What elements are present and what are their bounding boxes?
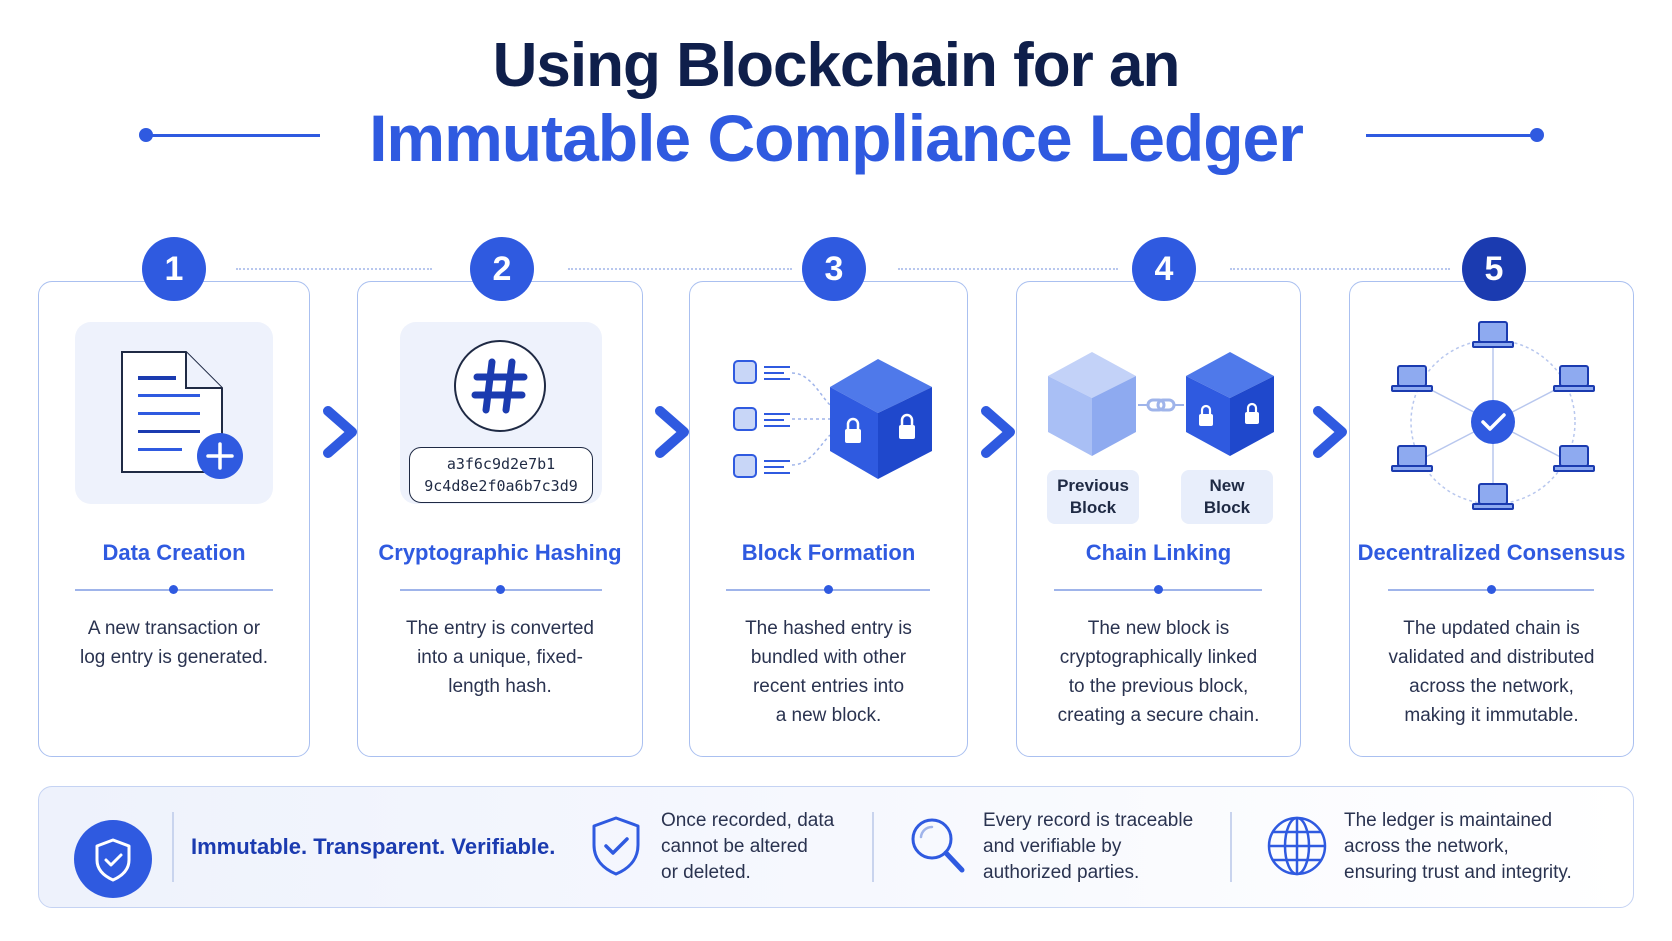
title-deco-line-right <box>1366 134 1536 137</box>
connector-2-3 <box>568 268 792 270</box>
step-card-3 <box>689 281 968 757</box>
document-add-icon <box>121 351 243 479</box>
block-formation-icon <box>733 359 932 479</box>
title-deco-dot-right <box>1530 128 1544 142</box>
hash-value-line2: 9c4d8e2f0a6b7c3d9 <box>424 477 578 495</box>
step-title-4: Chain Linking <box>1085 540 1232 565</box>
step-badge-5: 5 <box>1462 237 1526 301</box>
footer-text-2: Every record is traceable and verifiable… <box>983 810 1194 883</box>
step-divider-dot <box>1487 585 1496 594</box>
step-badge-1: 1 <box>142 237 206 301</box>
previous-block-cube-icon <box>1048 352 1136 456</box>
step-divider-dot <box>824 585 833 594</box>
previous-block-label: Previous Block <box>1047 470 1139 524</box>
step-divider-dot <box>496 585 505 594</box>
footer-separator <box>1230 812 1232 882</box>
step-desc-3: The hashed entry is bundled with other r… <box>745 618 912 726</box>
shield-check-icon <box>74 820 152 898</box>
globe-icon <box>1267 816 1327 876</box>
footer-text-3: The ledger is maintained across the netw… <box>1344 810 1572 883</box>
chain-linking-icon <box>1048 352 1274 456</box>
entry-list-icon <box>733 360 790 478</box>
step-desc-1: A new transaction or log entry is genera… <box>79 618 268 668</box>
connector-3-4 <box>898 268 1118 270</box>
footer-banner <box>38 786 1634 908</box>
shield-check-icon <box>592 816 640 876</box>
footer-separator <box>872 812 874 882</box>
connector-1-2 <box>236 268 432 270</box>
step-badge-3: 3 <box>802 237 866 301</box>
hash-icon <box>454 340 546 432</box>
chevron-right-icon <box>323 406 357 458</box>
page-title-line1: Using Blockchain for an <box>492 31 1181 100</box>
locked-cube-icon <box>830 359 932 479</box>
step-divider-dot <box>1154 585 1163 594</box>
new-block-label: New Block <box>1181 470 1273 524</box>
step-title-3: Block Formation <box>741 540 916 565</box>
connector-4-5 <box>1230 268 1450 270</box>
hash-value-box: a3f6c9d2e7b1 9c4d8e2f0a6b7c3d9 <box>409 447 593 503</box>
step-card-5 <box>1349 281 1634 757</box>
hash-value-line1: a3f6c9d2e7b1 <box>446 455 556 473</box>
chevron-right-icon <box>1313 406 1347 458</box>
laptop-icon <box>1391 321 1595 510</box>
step-title-1: Data Creation <box>102 540 246 565</box>
chain-link-icon <box>1146 398 1176 412</box>
step-desc-5: The updated chain is validated and distr… <box>1388 618 1595 726</box>
step-divider-dot <box>169 585 178 594</box>
chevron-right-icon <box>981 406 1015 458</box>
step-title-5: Decentralized Consensus <box>1357 540 1626 565</box>
step-title-2: Cryptographic Hashing <box>378 540 622 565</box>
step-desc-4: The new block is cryptographically linke… <box>1057 618 1260 726</box>
footer-tagline: Immutable. Transparent. Verifiable. <box>191 834 556 859</box>
network-consensus-icon <box>1391 321 1595 510</box>
chevron-right-icon <box>655 406 689 458</box>
footer-separator <box>172 812 174 882</box>
page-title-line2: Immutable Compliance Ledger <box>369 101 1304 175</box>
new-block-cube-icon <box>1186 352 1274 456</box>
magnifier-icon <box>911 818 965 873</box>
footer-text-1: Once recorded, data cannot be altered or… <box>661 810 835 883</box>
step-badge-2: 2 <box>470 237 534 301</box>
title-deco-line-left <box>146 134 320 137</box>
step-badge-4: 4 <box>1132 237 1196 301</box>
check-icon <box>1481 413 1506 431</box>
step-desc-2: The entry is converted into a unique, fi… <box>406 618 594 697</box>
